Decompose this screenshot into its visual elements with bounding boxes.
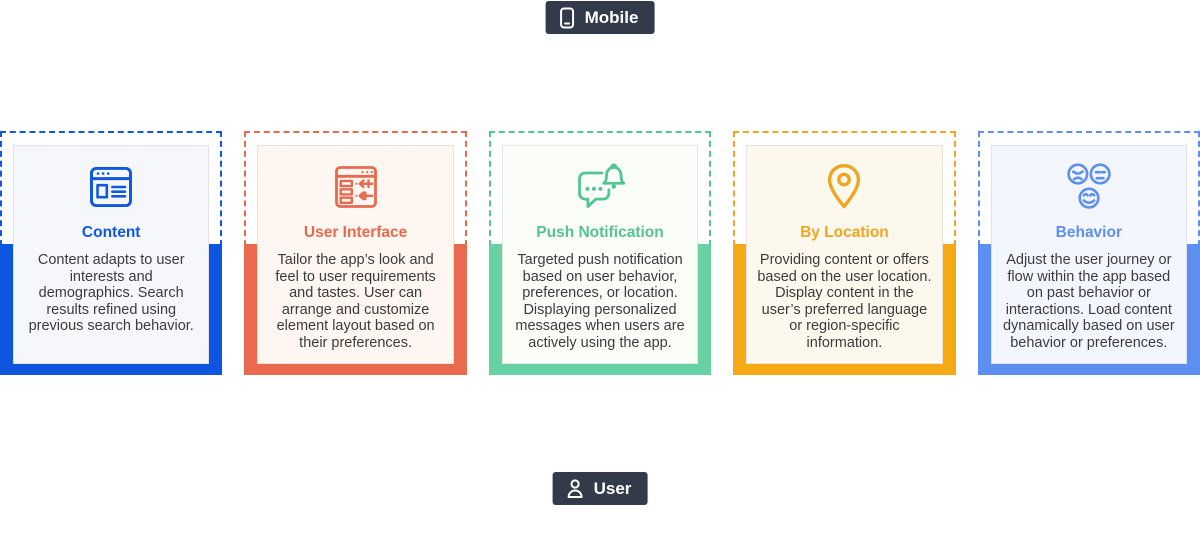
card-group-behavior: Behavior Adjust the user journey or flow… bbox=[977, 131, 1200, 375]
card-description: Targeted push notification based on user… bbox=[515, 252, 685, 351]
card-description: Adjust the user journey or flow within t… bbox=[1002, 252, 1175, 351]
map-pin-icon bbox=[818, 159, 870, 215]
card-content: By Location Providing content or offers … bbox=[746, 145, 943, 364]
card-group-user-interface: User Interface Tailor the app’s look and… bbox=[244, 131, 467, 375]
card-group-by-location: By Location Providing content or offers … bbox=[733, 131, 956, 375]
person-icon bbox=[566, 478, 585, 499]
card-description: Content adapts to user interests and dem… bbox=[28, 252, 194, 334]
card-description: Tailor the app’s look and feel to user r… bbox=[275, 252, 436, 351]
card-title: Behavior bbox=[1055, 224, 1122, 241]
card-content: Push Notification Targeted push notifica… bbox=[501, 145, 699, 364]
mobile-badge: Mobile bbox=[545, 1, 655, 34]
layout-settings-icon bbox=[328, 159, 384, 215]
card-title: User Interface bbox=[303, 224, 408, 241]
user-badge-label: User bbox=[593, 478, 632, 498]
card-description: Providing content or offers based on the… bbox=[757, 252, 932, 351]
mobile-badge-label: Mobile bbox=[584, 7, 639, 27]
card-title: By Location bbox=[800, 224, 889, 241]
card-title: Push Notification bbox=[536, 224, 664, 241]
card-content: Content Content adapts to user interests… bbox=[13, 145, 210, 364]
browser-content-icon bbox=[83, 159, 139, 215]
emoji-faces-icon bbox=[1060, 159, 1118, 215]
card-group-content: Content Content adapts to user interests… bbox=[0, 131, 223, 375]
card-title: Content bbox=[81, 224, 141, 241]
card-content: Behavior Adjust the user journey or flow… bbox=[990, 145, 1188, 364]
card-content: User Interface Tailor the app’s look and… bbox=[257, 145, 454, 364]
smartphone-icon bbox=[559, 7, 576, 29]
card-group-push-notification: Push Notification Targeted push notifica… bbox=[488, 131, 712, 375]
user-badge: User bbox=[552, 472, 648, 505]
chat-bell-icon bbox=[571, 159, 629, 215]
personalization-cards-row: Content Content adapts to user interests… bbox=[0, 131, 1200, 375]
